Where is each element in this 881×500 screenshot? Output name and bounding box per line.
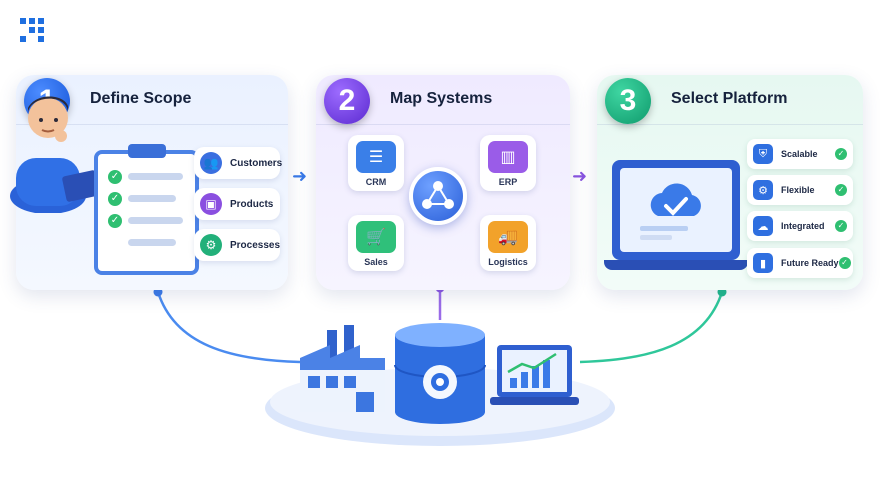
scope-item-processes: ⚙ Processes [194,229,280,261]
card-header: 2 Map Systems [316,75,570,125]
system-label: CRM [365,177,387,187]
check-icon: ✓ [835,220,847,232]
check-icon: ✓ [838,257,851,269]
checklist-clipboard: ✓ ✓ ✓ [94,144,199,275]
gear-icon: ⚙ [753,180,773,200]
database-icon: ☰ [356,141,396,173]
scope-item-label: Processes [230,239,281,251]
check-icon: ✓ [835,148,847,160]
truck-icon: 🚚 [488,221,528,253]
cart-icon: 🛒 [356,221,396,253]
box-icon: ▣ [200,193,222,215]
card-header: 3 Select Platform [597,75,863,125]
network-hub-icon [409,167,467,225]
scope-item-label: Customers [230,157,283,169]
system-logistics: 🚚 Logistics [480,215,536,271]
check-icon: ✓ [108,192,122,206]
feature-future-ready: ▮ Future Ready ✓ [747,248,853,278]
arrow-right-icon: ➜ [572,166,588,186]
feature-label: Flexible [781,185,815,195]
cloud-icon: ☁ [753,216,773,236]
check-icon: ✓ [108,170,122,184]
analytics-laptop-icon [490,345,579,405]
feature-label: Integrated [781,221,825,231]
feature-integrated: ☁ Integrated ✓ [747,211,853,241]
users-icon: 👥 [200,152,222,174]
laptop-base [604,260,748,270]
connector-step-1 [156,291,301,364]
clipboard-clip [128,144,166,158]
system-label: Sales [364,257,388,267]
brand-logo [20,18,48,46]
person-thinking-icon [10,96,100,213]
scope-item-customers: 👥 Customers [194,147,283,179]
feature-flexible: ⚙ Flexible ✓ [747,175,853,205]
system-label: ERP [498,177,518,187]
check-icon: ✓ [835,184,847,196]
database-icon [394,323,486,424]
step-title: Map Systems [390,90,493,107]
connector-step-3 [579,291,724,364]
chart-icon: ▮ [753,253,773,273]
shield-icon: ⛨ [753,144,773,164]
step-title: Define Scope [90,90,192,107]
factory-icon [300,325,385,412]
step-title: Select Platform [671,90,788,107]
check-icon: ✓ [108,214,122,228]
system-crm: ☰ CRM [348,135,404,191]
laptop-cloud-icon [612,160,740,260]
factory-icon: ▥ [488,141,528,173]
system-erp: ▥ ERP [480,135,536,191]
system-sales: 🛒 Sales [348,215,404,271]
feature-scalable: ⛨ Scalable ✓ [747,139,853,169]
scope-item-label: Products [230,198,274,210]
step-number-badge: 3 [605,78,651,124]
gear-icon: ⚙ [200,234,222,256]
system-label: Logistics [488,257,528,267]
step-number-badge: 2 [324,78,370,124]
scope-item-products: ▣ Products [194,188,280,220]
feature-label: Scalable [781,149,818,159]
feature-label: Future Ready [781,258,839,268]
arrow-right-icon: ➜ [292,166,308,186]
